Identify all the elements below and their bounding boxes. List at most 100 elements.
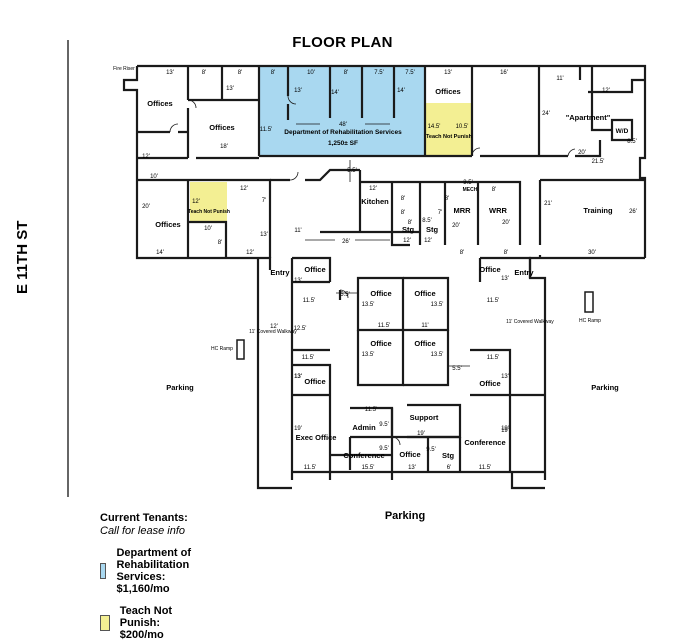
- legend-swatch-rehab: [100, 563, 107, 579]
- room-exec: Exec Office: [296, 433, 337, 442]
- dimension-label: 13': [294, 88, 302, 94]
- dimension-label: 13': [444, 70, 452, 76]
- teach-area-fill-b: [190, 182, 227, 221]
- dimension-label: 20': [502, 220, 510, 226]
- dimension-label: 11.5': [365, 407, 377, 413]
- dimension-label: 6': [447, 465, 451, 471]
- dimension-label: 3.5': [463, 180, 473, 186]
- dimension-label: 12': [424, 238, 432, 244]
- floor-plan-drawing: Fire Riser Offices Offices Offices Depar…: [67, 40, 647, 522]
- dimension-label: 5.5': [340, 292, 350, 298]
- room-office-r2: Office: [479, 379, 500, 388]
- parking-bottom: Parking: [385, 510, 425, 522]
- dimension-label: 19': [501, 428, 509, 434]
- dimension-label: 13.5': [431, 352, 444, 358]
- dimension-label: 30': [588, 250, 596, 256]
- room-entry-l: Entry: [270, 268, 290, 277]
- room-entry-r: Entry: [514, 268, 534, 277]
- dimension-label: 10': [150, 174, 158, 180]
- walls: [122, 64, 647, 490]
- teach-area-fill-a: [425, 103, 472, 156]
- dimension-label: 8': [401, 210, 405, 216]
- dimension-label: 8': [492, 187, 496, 193]
- dimension-label: 13.5': [362, 352, 375, 358]
- room-office-c4: Office: [414, 339, 435, 348]
- dimension-label: 11': [556, 76, 563, 82]
- room-stg-b: Stg: [442, 451, 455, 460]
- dimension-label: 9.5': [379, 446, 389, 452]
- room-office-c3: Office: [370, 339, 391, 348]
- room-apartment: "Apartment": [566, 113, 611, 122]
- dimension-label: 11.5': [487, 298, 499, 304]
- room-conf-l: Conference: [343, 451, 384, 460]
- room-office-c2: Office: [414, 289, 435, 298]
- dimension-label: 11.5': [260, 127, 272, 133]
- dimension-label: 8.5': [627, 139, 637, 145]
- dimension-label: 19': [417, 431, 425, 437]
- dimension-label: 8': [460, 250, 464, 256]
- room-stg1: Stg: [402, 225, 415, 234]
- dimension-label: 19': [501, 426, 509, 432]
- dimension-label: 9.5': [379, 422, 389, 428]
- hc-ramp-left: HC Ramp: [211, 346, 233, 352]
- dimension-label: 10': [307, 70, 315, 76]
- dimension-label: 8': [445, 196, 449, 202]
- dimension-label: 20': [578, 150, 586, 156]
- fire-riser-label: Fire Riser: [113, 66, 135, 72]
- dimension-label: 21.5': [592, 159, 605, 165]
- dimension-labels: 13' 8' 8' 8' 10' 8' 7.5' 7.5' 13' 16' 13…: [142, 70, 637, 471]
- dimension-label: 11.5': [487, 355, 499, 361]
- dimension-label: 24': [542, 111, 550, 117]
- dimension-label: 12': [142, 154, 150, 160]
- dimension-label: 11.5': [303, 298, 315, 304]
- hc-ramp-left-shape: [236, 339, 245, 360]
- parking-right: Parking: [591, 383, 619, 392]
- dimension-label: 16': [500, 70, 508, 76]
- room-office-c1: Office: [370, 289, 391, 298]
- room-training: Training: [583, 206, 613, 215]
- dimension-label: 7': [262, 198, 266, 204]
- dimension-label: 11.5': [479, 465, 491, 471]
- rehab-area-fill: [259, 67, 426, 156]
- room-kitchen: Kitchen: [361, 197, 389, 206]
- room-offices-nw: Offices: [147, 99, 172, 108]
- room-stg2: Stg: [426, 225, 439, 234]
- room-conf-r: Conference: [464, 438, 505, 447]
- room-wd: W/D: [616, 128, 629, 135]
- room-office-l1: Office: [304, 265, 325, 274]
- dimension-label: 8': [238, 70, 242, 76]
- dimension-label: 12': [270, 324, 278, 330]
- room-offices-w: Offices: [155, 220, 180, 229]
- dimension-label: 21': [544, 201, 552, 207]
- covered-right: 11' Covered Walkway: [506, 319, 554, 325]
- room-mrr: MRR: [453, 206, 471, 215]
- dimension-label: 26': [629, 209, 637, 215]
- legend-subheader: Call for lease info: [100, 525, 185, 537]
- dimension-label: 13.5': [431, 302, 444, 308]
- room-wrr: WRR: [489, 206, 507, 215]
- dimension-label: 10': [204, 226, 212, 232]
- dimension-label: 13': [501, 374, 509, 380]
- room-offices-n2: Offices: [209, 123, 234, 132]
- dimension-label: 13': [226, 86, 234, 92]
- parking-left: Parking: [166, 383, 194, 392]
- dimension-label: 11.5': [378, 323, 390, 329]
- legend-swatch-teach: [100, 615, 110, 631]
- dimension-label: 13': [166, 70, 174, 76]
- dimension-label: 7.5': [374, 70, 384, 76]
- dimension-label: 10.5': [456, 124, 469, 130]
- rehab-name: Department of Rehabilitation Services: [284, 129, 402, 136]
- hc-ramp-right: HC Ramp: [579, 318, 601, 324]
- room-support: Support: [410, 413, 439, 422]
- dimension-label: 5.5': [452, 366, 462, 372]
- legend-header: Current Tenants:: [100, 512, 188, 524]
- dimension-arrows: [296, 123, 470, 367]
- dimension-label: 12.5': [294, 326, 307, 332]
- dimension-label: 20': [452, 223, 460, 229]
- dimension-label: 13': [408, 465, 416, 471]
- room-labels: Fire Riser Offices Offices Offices Depar…: [113, 66, 628, 522]
- dimension-label: 8': [504, 250, 508, 256]
- dimension-label: 14': [156, 250, 164, 256]
- dimension-label: 12': [403, 238, 411, 244]
- dimension-label: 11.5': [304, 465, 316, 471]
